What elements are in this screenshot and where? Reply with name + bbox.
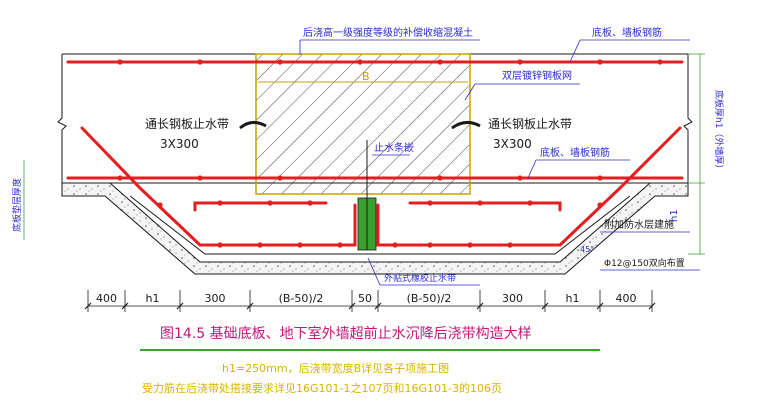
rebar-dot bbox=[427, 200, 433, 206]
right-dimension-stack bbox=[688, 53, 705, 255]
rebar-dot bbox=[277, 175, 283, 181]
left-waterstop-label: 通长钢板止水带 bbox=[145, 117, 229, 131]
rebar-dot bbox=[197, 175, 203, 181]
rebar-dot bbox=[257, 242, 263, 248]
rebar-dot bbox=[437, 175, 443, 181]
left-waterstop-size: 3X300 bbox=[160, 137, 199, 151]
rebar-dot bbox=[467, 242, 473, 248]
rebar-dot bbox=[517, 59, 523, 65]
rebar-dot bbox=[337, 242, 343, 248]
right-waterstop-size: 3X300 bbox=[493, 137, 532, 151]
rebar-dot bbox=[267, 200, 273, 206]
added-waterproof-note: 附加防水层建施 bbox=[604, 218, 674, 231]
post-pour-hatch-box bbox=[255, 53, 471, 195]
double-mesh-note: 双层镀锌钢板网 bbox=[502, 69, 572, 82]
rebar-dot bbox=[157, 202, 163, 208]
caption-title: 图14.5 基础底板、地下室外墙超前止水沉降后浇带构造大样 bbox=[160, 325, 532, 342]
left-steel-waterstop bbox=[239, 121, 267, 130]
rebar-dot bbox=[197, 59, 203, 65]
rebar-dot bbox=[527, 200, 533, 206]
rebar-dot bbox=[657, 59, 663, 65]
dimension-label: (B-50)/2 bbox=[279, 292, 324, 305]
dimension-label: 400 bbox=[96, 292, 117, 305]
rebar-dot bbox=[427, 242, 433, 248]
cushion-thickness-label: 底板垫层厚度 bbox=[11, 178, 23, 232]
right-waterstop-label: 通长钢板止水带 bbox=[488, 117, 572, 131]
rebar-dot bbox=[307, 200, 313, 206]
rebar-dot bbox=[117, 175, 123, 181]
dimension-label: h1 bbox=[566, 292, 580, 305]
dimension-label: h1 bbox=[146, 292, 160, 305]
b-dimension-label: B bbox=[362, 70, 370, 83]
dimension-label: 300 bbox=[502, 292, 523, 305]
cushion-layer bbox=[61, 182, 689, 275]
rebar-dot bbox=[392, 242, 398, 248]
right-h1-label: h1 bbox=[669, 209, 680, 222]
dimension-texts: 400 h1 300 (B-50)/2 50 (B-50)/2 300 h1 400 bbox=[96, 292, 637, 305]
slab-thickness-label: 底板厚h1（外墙厚） bbox=[713, 90, 725, 173]
grout-stop-note: 止水条嵌 bbox=[374, 141, 414, 154]
dimension-ticks bbox=[84, 290, 656, 312]
caption-line1: h1=250mm，后浇带宽度B详见各子项施工图 bbox=[222, 361, 449, 375]
top-concrete-note: 后浇高一级强度等级的补偿收缩混凝土 bbox=[303, 26, 473, 39]
rebar-dot bbox=[597, 59, 603, 65]
rebar-dots bbox=[117, 59, 663, 248]
rebar-dot bbox=[517, 175, 523, 181]
dimension-label: 300 bbox=[205, 292, 226, 305]
rebar-dot bbox=[437, 59, 443, 65]
mid-rebar-note: 底板、墙板钢筋 bbox=[540, 146, 610, 159]
rebar-dot bbox=[297, 242, 303, 248]
rebar-dot bbox=[357, 59, 363, 65]
dimension-label: 400 bbox=[616, 292, 637, 305]
dimension-label: (B-50)/2 bbox=[407, 292, 452, 305]
rebar-dot bbox=[597, 175, 603, 181]
rebar-spec-note: Φ12@150双向布置 bbox=[604, 257, 685, 269]
rebar-dot bbox=[597, 202, 603, 208]
rebar-dot bbox=[117, 59, 123, 65]
rebar-dot bbox=[507, 242, 513, 248]
right-steel-waterstop bbox=[451, 121, 481, 130]
rebar-dot bbox=[277, 59, 283, 65]
rebar-dot bbox=[217, 200, 223, 206]
angle-label: 45° bbox=[580, 245, 594, 254]
rebar-dot bbox=[217, 242, 223, 248]
top-rebar-note: 底板、墙板钢筋 bbox=[592, 26, 662, 39]
dimension-label: 50 bbox=[358, 292, 372, 305]
rebar-lines bbox=[66, 60, 684, 247]
pit-outline bbox=[129, 195, 631, 255]
rebar-dot bbox=[477, 200, 483, 206]
caption-line2: 受力筋在后浇带处搭接要求详见16G101-1之107页和16G101-3的106… bbox=[142, 381, 502, 395]
external-rubber-note: 外贴式橡胶止水带 bbox=[384, 272, 456, 284]
